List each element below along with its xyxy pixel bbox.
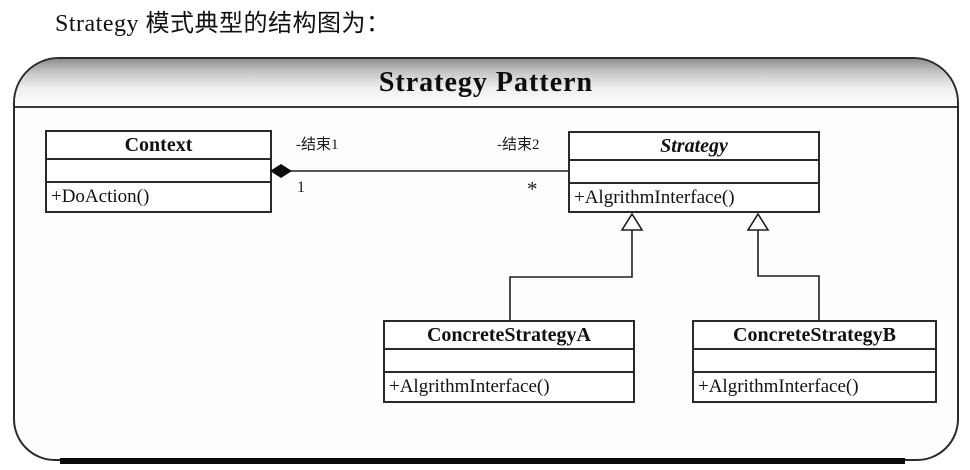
frame-bottom-shadow bbox=[60, 458, 905, 464]
caption-text: Strategy 模式典型的结构图为： bbox=[55, 11, 391, 37]
class-concrete-strategy-a: ConcreteStrategyA +AlgrithmInterface() bbox=[383, 320, 635, 403]
association-end1-label: -结束1 bbox=[296, 137, 339, 153]
class-concrete-strategy-a-attributes bbox=[385, 350, 633, 373]
class-concrete-strategy-a-name: ConcreteStrategyA bbox=[385, 322, 633, 350]
association-end2-multiplicity: * bbox=[527, 177, 538, 201]
class-context-operations: +DoAction() bbox=[51, 186, 150, 207]
class-context: Context +DoAction() bbox=[45, 130, 272, 213]
class-concrete-strategy-b-attributes bbox=[694, 350, 935, 373]
class-concrete-strategy-b: ConcreteStrategyB +AlgrithmInterface() bbox=[692, 320, 937, 403]
class-concrete-strategy-b-operations: +AlgrithmInterface() bbox=[698, 376, 859, 397]
class-strategy-attributes bbox=[570, 161, 818, 184]
diagram-title-bar: Strategy Pattern bbox=[15, 59, 957, 108]
class-context-attributes bbox=[47, 160, 270, 183]
class-context-name: Context bbox=[47, 132, 270, 160]
diagram-title: Strategy Pattern bbox=[378, 66, 594, 98]
class-strategy-operations: +AlgrithmInterface() bbox=[574, 187, 735, 208]
association-end2-label: -结束2 bbox=[497, 137, 540, 153]
class-concrete-strategy-b-name: ConcreteStrategyB bbox=[694, 322, 935, 350]
class-strategy: Strategy +AlgrithmInterface() bbox=[568, 131, 820, 213]
association-end1-multiplicity: 1 bbox=[297, 179, 305, 196]
class-strategy-name: Strategy bbox=[570, 133, 818, 161]
class-concrete-strategy-a-operations: +AlgrithmInterface() bbox=[389, 376, 550, 397]
